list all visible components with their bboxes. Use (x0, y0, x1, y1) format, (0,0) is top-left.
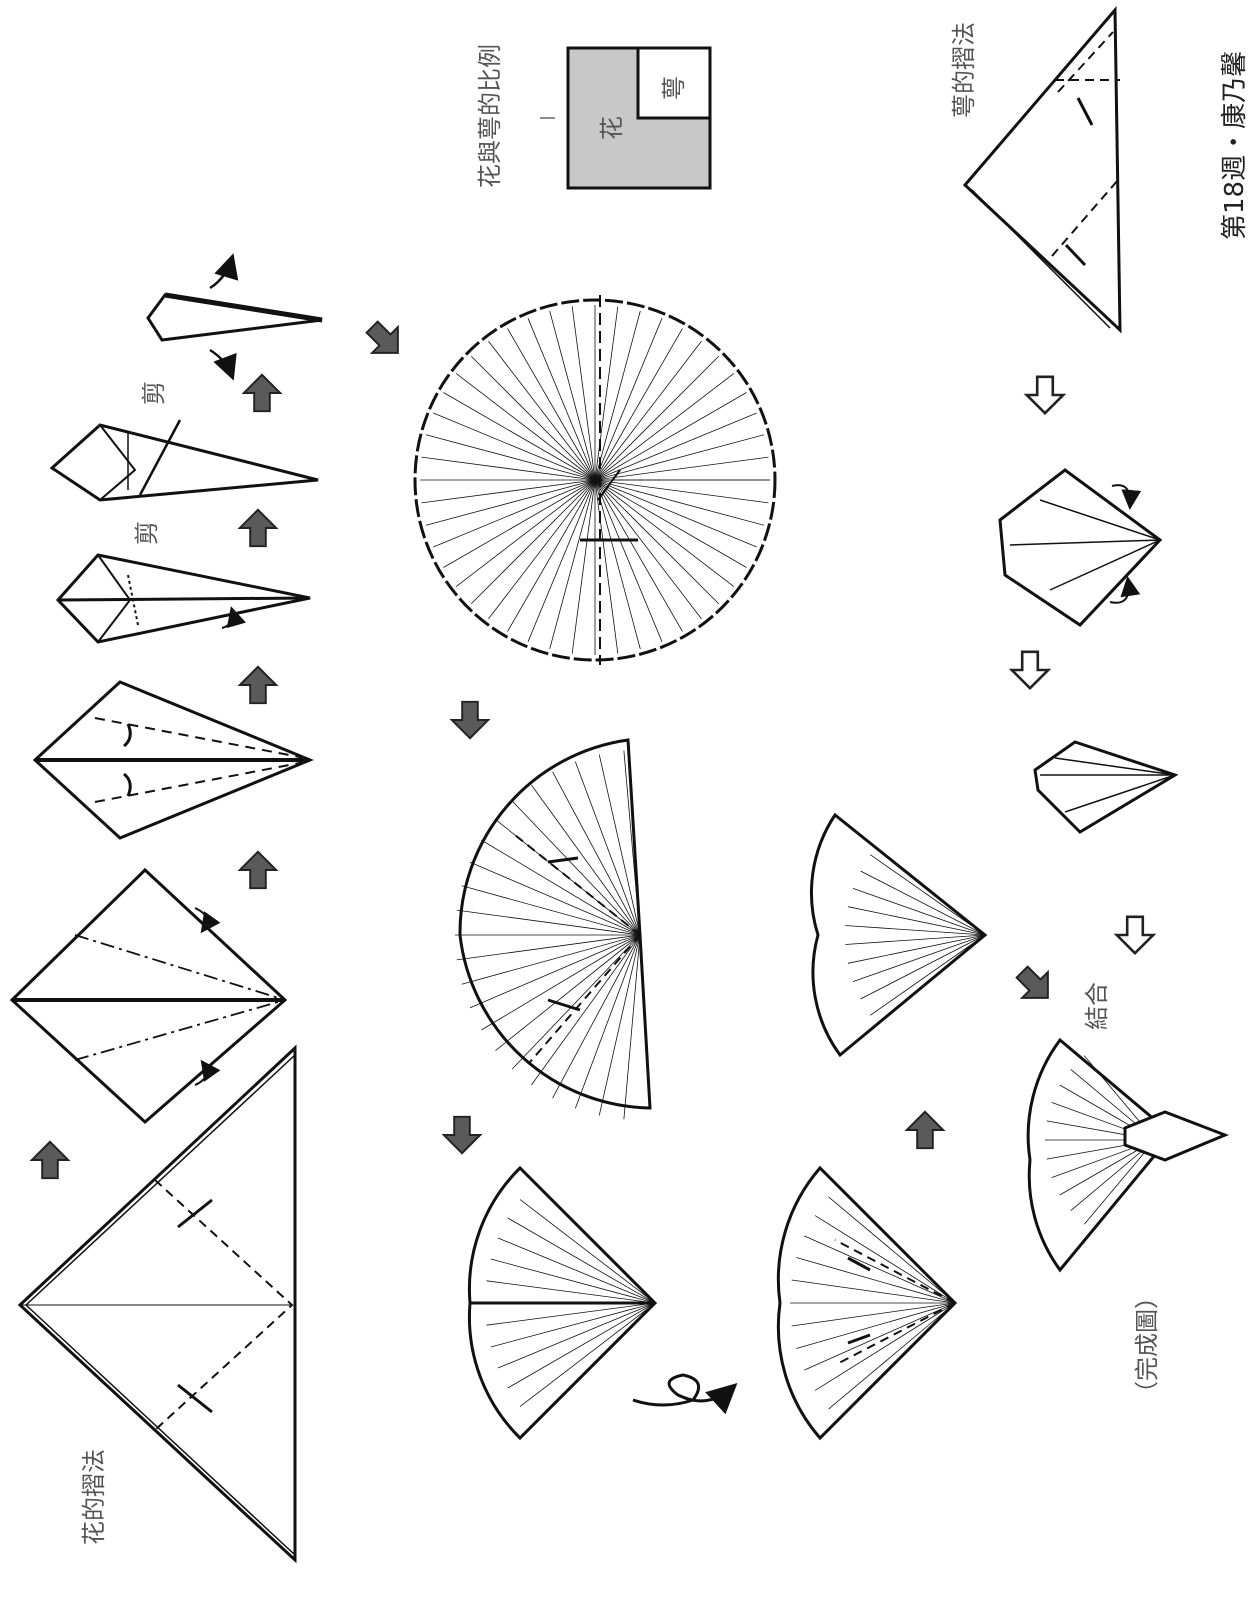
calyx-step-2 (1000, 470, 1160, 625)
step-arrow (1117, 917, 1153, 953)
narrow-fan (811, 815, 985, 1055)
step-arrow (452, 702, 488, 738)
completed-flower (1028, 1040, 1225, 1270)
cut-label-top: 剪 (142, 381, 166, 405)
step-arrow (240, 667, 276, 703)
step-arrow (32, 1142, 68, 1178)
step-arrow (240, 852, 276, 888)
combine-label: 結合 (1085, 982, 1109, 1030)
ratio-flower-label: 花 (600, 116, 624, 140)
flower-step-3-kite (35, 682, 310, 838)
quarter-fan (469, 1168, 655, 1438)
flower-step-2-kite (12, 870, 285, 1122)
page-header: 第18週・康乃馨 (1222, 51, 1248, 240)
step-arrow (1027, 377, 1063, 413)
flower-step-5-cut (52, 420, 318, 500)
step-arrow (1009, 959, 1060, 1010)
half-fan (455, 740, 650, 1119)
step-arrow (907, 1112, 943, 1148)
ratio-label: 花與萼的比例 (478, 44, 502, 188)
calyx-step-1-triangle (965, 10, 1120, 330)
pleated-circle (415, 295, 775, 665)
calyx-arrows (1012, 377, 1153, 953)
turn-over-mark (633, 1375, 733, 1405)
quarter-fan-2 (778, 1168, 955, 1438)
calyx-fold-label: 萼的摺法 (952, 22, 976, 118)
step-arrow (359, 314, 410, 365)
completed-label: （完成圖） (1135, 1285, 1159, 1405)
flower-step-6-petal (148, 258, 322, 376)
calyx-step-3 (1035, 742, 1175, 832)
ratio-calyx-label: 萼 (662, 76, 686, 100)
step-arrow (240, 510, 276, 546)
step-arrow (1012, 652, 1048, 688)
flower-step-1-triangle (20, 1048, 295, 1560)
cut-label-bottom: 剪 (135, 521, 159, 545)
flower-step-4-long-kite (58, 555, 310, 642)
step-arrow (244, 375, 280, 411)
step-arrow (444, 1117, 480, 1153)
ratio-square (568, 48, 710, 188)
flower-fold-label: 花的摺法 (82, 1449, 106, 1545)
